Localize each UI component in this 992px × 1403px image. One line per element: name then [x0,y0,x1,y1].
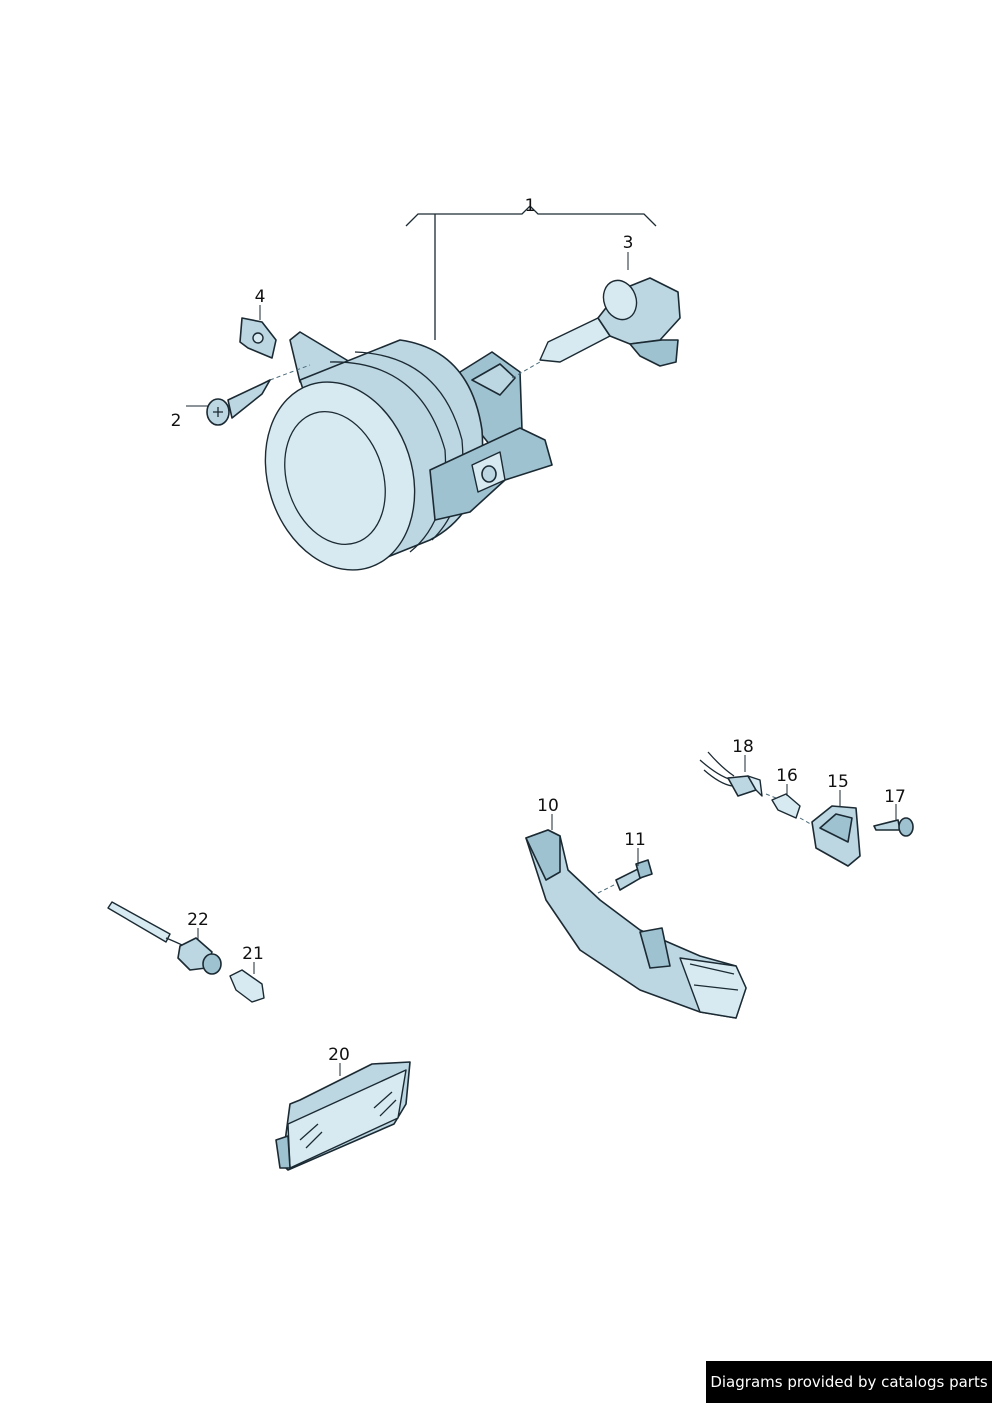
indicator-lens [799,805,861,867]
small-screw [873,817,914,837]
callout-22: 22 [187,910,209,930]
callout-21: 21 [242,944,264,964]
callout-10: 10 [537,796,559,816]
callout-3: 3 [623,233,634,253]
bolt [597,859,653,894]
callout-1: 1 [525,196,536,216]
callout-11: 11 [624,830,646,850]
callout-20: 20 [328,1045,350,1065]
bulb-socket-cable [107,901,222,975]
callout-18: 18 [732,737,754,757]
callout-15: 15 [827,772,849,792]
bulb-h11 [511,277,681,379]
socket-wiring [699,751,763,797]
screw [206,364,311,426]
side-indicator-housing [525,829,747,1019]
callout-4: 4 [255,287,266,307]
small-bulb [229,969,265,1003]
assembly-bracket [405,205,657,340]
plate-lamp [275,1061,411,1171]
callout-leaders [186,252,897,1076]
clip-nut [239,317,277,359]
callout-2: 2 [171,411,182,431]
wedge-bulb [765,793,801,819]
fog-lamp [264,331,553,571]
callout-17: 17 [884,787,906,807]
footer-credit: Diagrams provided by catalogs parts [706,1361,992,1403]
callout-16: 16 [776,766,798,786]
